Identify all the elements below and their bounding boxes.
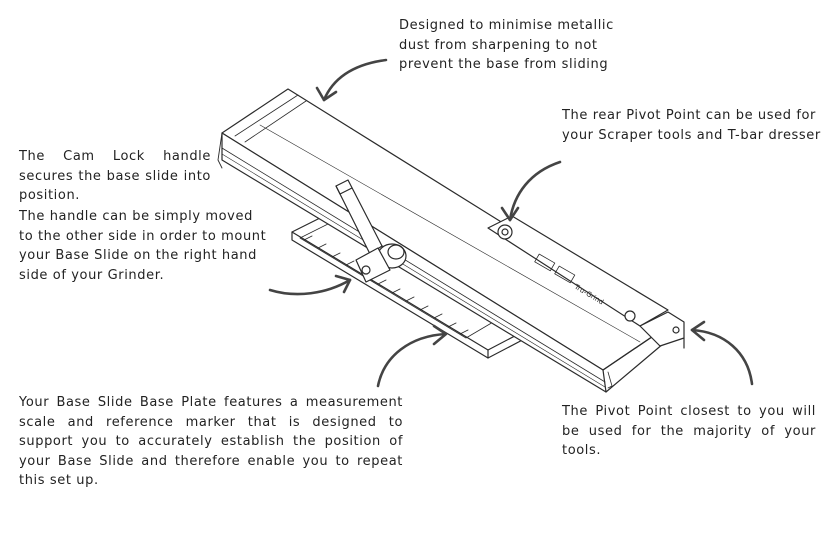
front-pivot-point (639, 311, 685, 349)
dust-annotation: Designed to minimise metallic dust from … (399, 18, 614, 72)
rear-pivot-arrow (500, 160, 562, 222)
rear-pivot-plate (487, 215, 669, 327)
base-plate-annotation: Your Base Slide Base Plate features a me… (19, 395, 403, 488)
front-pivot-annotation: The Pivot Point closest to you will be u… (562, 404, 816, 458)
cam-lock-handle (335, 179, 407, 283)
cam-lock-arrow (268, 274, 352, 296)
front-pivot-arrow (690, 320, 754, 386)
handle-move-annotation: The handle can be simply moved to the ot… (19, 209, 267, 283)
base-plate-arrow (376, 324, 448, 388)
rear-pivot-annotation: The rear Pivot Point can be used for you… (562, 108, 821, 143)
cam-lock-annotation: The Cam Lock handle secures the base sli… (19, 149, 211, 203)
measurement-scale (303, 235, 469, 335)
dust-arrow (315, 58, 388, 102)
